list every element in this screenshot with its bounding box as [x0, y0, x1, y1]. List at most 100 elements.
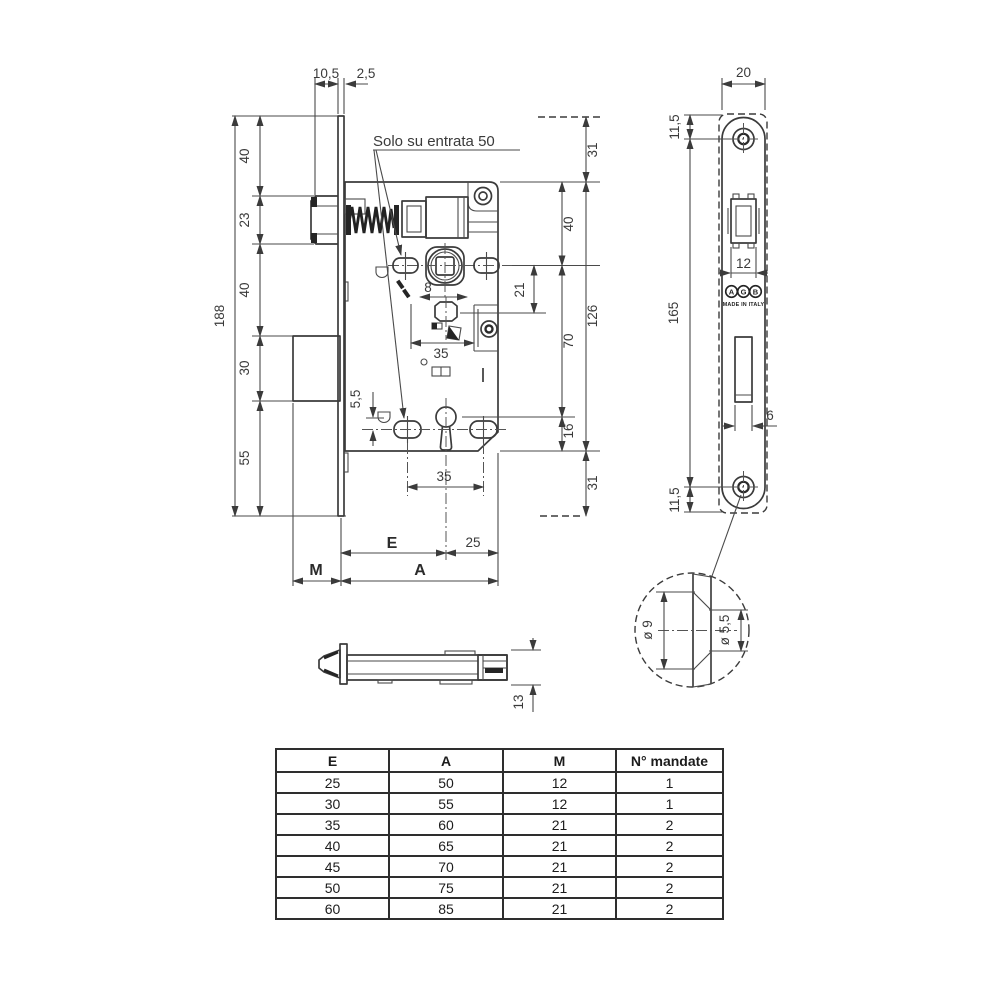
dim-55-bottom: 55 [237, 450, 252, 465]
table-header-mandate: N° mandate [615, 748, 724, 773]
table-cell: 50 [275, 876, 390, 899]
table-cell: 21 [502, 813, 617, 836]
case-screw-post-top [473, 186, 493, 206]
dim-165-length: 165 [666, 302, 681, 325]
dim-30-bolt: 30 [237, 360, 252, 375]
table-cell: 21 [502, 834, 617, 857]
table-header-a: A [388, 748, 504, 773]
keyhole [435, 398, 457, 560]
latch-front-view [727, 193, 760, 249]
lock-case-outline [344, 181, 499, 452]
made-in-italy-text: MADE IN ITALY [723, 302, 765, 308]
table-header-row: E A M N° mandate [275, 748, 724, 773]
detail-circle [634, 572, 750, 688]
dim-diameter-5-5: ø 5,5 [717, 615, 732, 646]
table-header-m: M [502, 748, 617, 773]
table-cell: 60 [275, 897, 390, 920]
table-cell: 65 [388, 834, 504, 857]
dim-diameter-9: ø 9 [640, 620, 655, 640]
latch-component-view: 13 [318, 638, 541, 712]
faceplate-square-end-outline [718, 113, 768, 514]
dim-35-bottom: 35 [436, 469, 451, 484]
dimension-table: E A M N° mandate 25 50 12 1 30 55 12 1 3… [275, 748, 724, 920]
faceplate-outline [721, 116, 766, 510]
spindle-follower [388, 243, 512, 300]
table-row: 50 75 21 2 [275, 876, 724, 899]
table-cell: 1 [615, 792, 724, 815]
dim-40-top: 40 [237, 148, 252, 163]
table-header-e: E [275, 748, 390, 773]
table-row: 60 85 21 2 [275, 897, 724, 920]
dim-6-slot: 6 [766, 408, 774, 423]
table-cell: 55 [388, 792, 504, 815]
table-cell: 25 [275, 771, 390, 794]
table-cell: 21 [502, 855, 617, 878]
dim-40-follower: 40 [561, 216, 576, 231]
agb-logo: A G B MADE IN ITALY [723, 284, 765, 308]
logo-letter-g: G [741, 288, 747, 297]
table-row: 40 65 21 2 [275, 834, 724, 857]
table-cell: 30 [275, 792, 390, 815]
dim-12-latch: 12 [736, 256, 751, 271]
countersink-hole-detail: ø 9 ø 5,5 [634, 572, 750, 688]
faceplate-edge [337, 115, 345, 517]
table-cell: 2 [615, 876, 724, 899]
dim-11-5-bottom: 11,5 [667, 487, 682, 512]
dim-25-backset: 25 [465, 535, 480, 550]
dim-126: 126 [585, 305, 600, 328]
table-cell: 75 [388, 876, 504, 899]
table-cell: 50 [388, 771, 504, 794]
dim-31-top: 31 [585, 142, 600, 157]
dim-8: 8 [424, 280, 432, 295]
table-cell: 1 [615, 771, 724, 794]
dim-label-A: A [414, 562, 426, 579]
table-cell: 35 [275, 813, 390, 836]
table-cell: 21 [502, 897, 617, 920]
deadbolt-side [292, 335, 341, 402]
dim-21-cylinder: 21 [512, 282, 527, 297]
plate-screw-hole-top [728, 123, 759, 156]
latch-bolt-side [310, 195, 338, 245]
faceplate-front-view: 12 A G B MADE IN ITALY 6 20 [666, 65, 777, 577]
plate-screw-hole-bottom [728, 471, 759, 504]
dim-10-5: 10,5 [313, 66, 339, 81]
table-row: 35 60 21 2 [275, 813, 724, 836]
table-cell: 45 [275, 855, 390, 878]
dim-total-height: 188 [212, 305, 227, 328]
table-row: 45 70 21 2 [275, 855, 724, 878]
dim-label-M: M [309, 562, 322, 579]
dim-label-E: E [387, 535, 398, 552]
table-row: 30 55 12 1 [275, 792, 724, 815]
table-cell: 12 [502, 792, 617, 815]
dim-40-mid: 40 [237, 282, 252, 297]
dim-35-mid: 35 [433, 346, 448, 361]
table-cell: 2 [615, 855, 724, 878]
cylinder-parts [431, 297, 462, 341]
dim-2-5: 2,5 [357, 66, 376, 81]
note-solo-entrata: Solo su entrata 50 [373, 133, 495, 150]
table-cell: 12 [502, 771, 617, 794]
table-cell: 2 [615, 834, 724, 857]
table-cell: 2 [615, 813, 724, 836]
dim-16: 16 [561, 423, 576, 438]
table-cell: 40 [275, 834, 390, 857]
dim-70: 70 [561, 333, 576, 348]
table-cell: 70 [388, 855, 504, 878]
dim-11-5-top: 11,5 [667, 114, 682, 139]
half-round-cutout-lower [377, 411, 391, 424]
table-cell: 21 [502, 876, 617, 899]
table-cell: 2 [615, 897, 724, 920]
deadbolt-slot [734, 336, 753, 403]
dim-5-5: 5,5 [348, 390, 363, 409]
case-screw-post-mid [473, 304, 498, 352]
table-row: 25 50 12 1 [275, 771, 724, 794]
latch-spring-mechanism [346, 196, 498, 239]
main-lock-view: 188 40 23 40 30 55 10,5 2,5 [212, 66, 602, 586]
table-cell: 85 [388, 897, 504, 920]
logo-letter-b: B [753, 288, 759, 297]
dim-20-width: 20 [736, 65, 751, 80]
dim-23-latch: 23 [237, 212, 252, 227]
dim-31-bottom: 31 [585, 475, 600, 490]
